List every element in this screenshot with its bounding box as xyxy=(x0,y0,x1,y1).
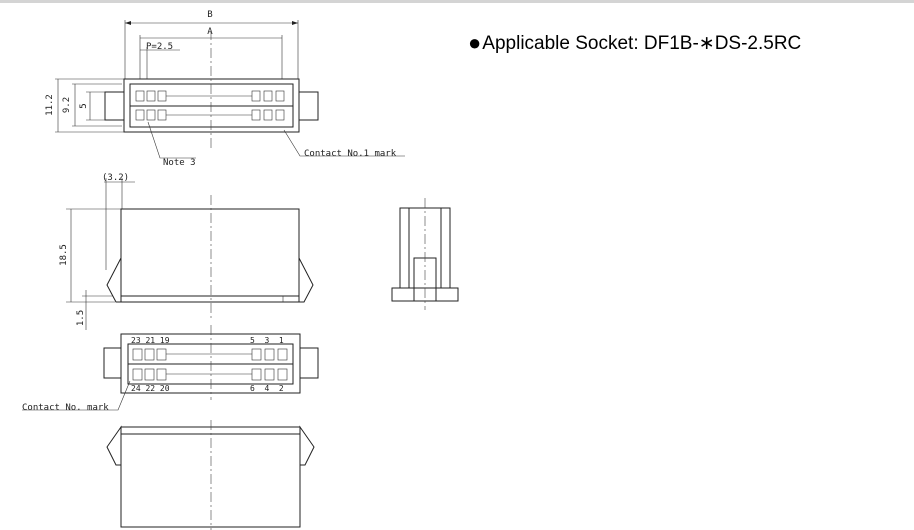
callout-contact-no: Contact No. mark xyxy=(22,403,109,413)
dim-b: B xyxy=(207,10,212,20)
dim-5: 5 xyxy=(79,103,89,108)
dim-1-5: 1.5 xyxy=(76,310,86,326)
pin-labels-top-left: 23 21 19 xyxy=(131,336,170,345)
dim-a: A xyxy=(207,27,213,37)
front-view: (3.2) 18.5 1.5 xyxy=(59,173,314,330)
applicable-socket-text: Applicable Socket: DF1B-∗DS-2.5RC xyxy=(482,33,802,54)
rear-view xyxy=(106,420,315,530)
applicable-socket-note: ●Applicable Socket: DF1B-∗DS-2.5RC xyxy=(468,30,801,56)
dim-pitch: P=2.5 xyxy=(146,42,173,52)
top-border xyxy=(0,0,914,3)
callout-contact-no1: Contact No.1 mark xyxy=(304,149,397,159)
pin-labels-bottom-right: 6 4 2 xyxy=(250,384,284,393)
side-view xyxy=(391,198,459,310)
dim-18-5: 18.5 xyxy=(59,244,69,266)
top-view: B A P=2.5 11.2 9.2 5 xyxy=(45,10,405,168)
bottom-view: 23 21 19 5 3 1 24 22 20 6 4 2 Contact No… xyxy=(22,325,319,413)
callout-note3: Note 3 xyxy=(163,158,196,168)
pin-labels-bottom-left: 24 22 20 xyxy=(131,384,170,393)
dim-3-2: (3.2) xyxy=(102,173,129,183)
pin-labels-top-right: 5 3 1 xyxy=(250,336,284,345)
dim-9-2: 9.2 xyxy=(62,97,72,113)
dim-11-2: 11.2 xyxy=(45,94,55,116)
bullet-icon: ● xyxy=(468,30,482,55)
